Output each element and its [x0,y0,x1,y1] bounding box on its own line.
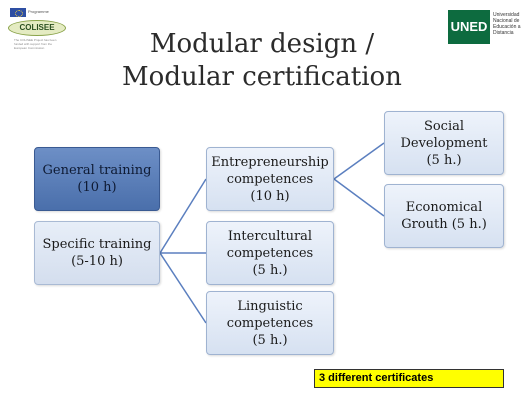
intercultural-hours: (5 h.) [252,262,288,278]
colisee-logo: Programme COLISEE The COLISEE Project ha… [6,8,70,54]
linguistic-competences-box: Linguistic competences (5 h.) [206,291,334,355]
general-training-hours: (10 h) [77,180,117,195]
social-title-1: Social [423,118,465,134]
uned-logo: UNED Universidad Nacional de Educación a… [448,10,521,44]
uned-logo-caption: Universidad Nacional de Educación a Dist… [493,12,521,36]
intercultural-title-1: Intercultural [227,228,313,244]
linguistic-title-2: competences [226,315,314,331]
slide-title-line-1: Modular design / [149,29,375,59]
social-title-2: Development [400,135,488,151]
general-training-title: General training [42,163,152,178]
entrepreneurship-title-2: competences [226,171,314,187]
entrepreneurship-title-1: Entrepreneurship [211,154,329,170]
economical-growth-box: Economical Grouth (5 h.) [384,184,504,248]
uned-logo-mark: UNED [448,10,490,44]
linguistic-hours: (5 h.) [252,332,288,348]
connector-entrepreneurship-social [333,142,385,180]
entrepreneurship-competences-box: Entrepreneurship competences (10 h) [206,147,334,211]
connector-specific-entrepreneurship [159,178,207,254]
entrepreneurship-hours: (10 h) [250,188,290,204]
intercultural-competences-box: Intercultural competences (5 h.) [206,221,334,285]
general-training-box: General training (10 h) [34,147,160,211]
connector-specific-linguistic [159,252,207,324]
linguistic-title-1: Linguistic [237,298,303,314]
eu-programme-text: Programme [28,9,49,14]
specific-training-title: Specific training [42,237,152,252]
eu-flag-icon [10,8,26,17]
specific-training-hours: (5-10 h) [71,254,123,269]
colisee-logo-name: COLISEE [8,20,66,36]
social-hours: (5 h.) [426,152,462,168]
slide-title-line-2: Modular certification [122,62,402,92]
intercultural-title-2: competences [226,245,314,261]
social-development-box: Social Development (5 h.) [384,111,504,175]
slide-title: Modular design / Modular certification [60,28,464,94]
connector-entrepreneurship-economical [333,178,385,217]
economical-subtitle: Grouth (5 h.) [401,217,487,232]
colisee-logo-caption: The COLISEE Project has been funded with… [14,38,57,50]
specific-training-box: Specific training (5-10 h) [34,221,160,285]
certificates-note: 3 different certificates [314,369,504,388]
economical-title: Economical [405,200,483,215]
